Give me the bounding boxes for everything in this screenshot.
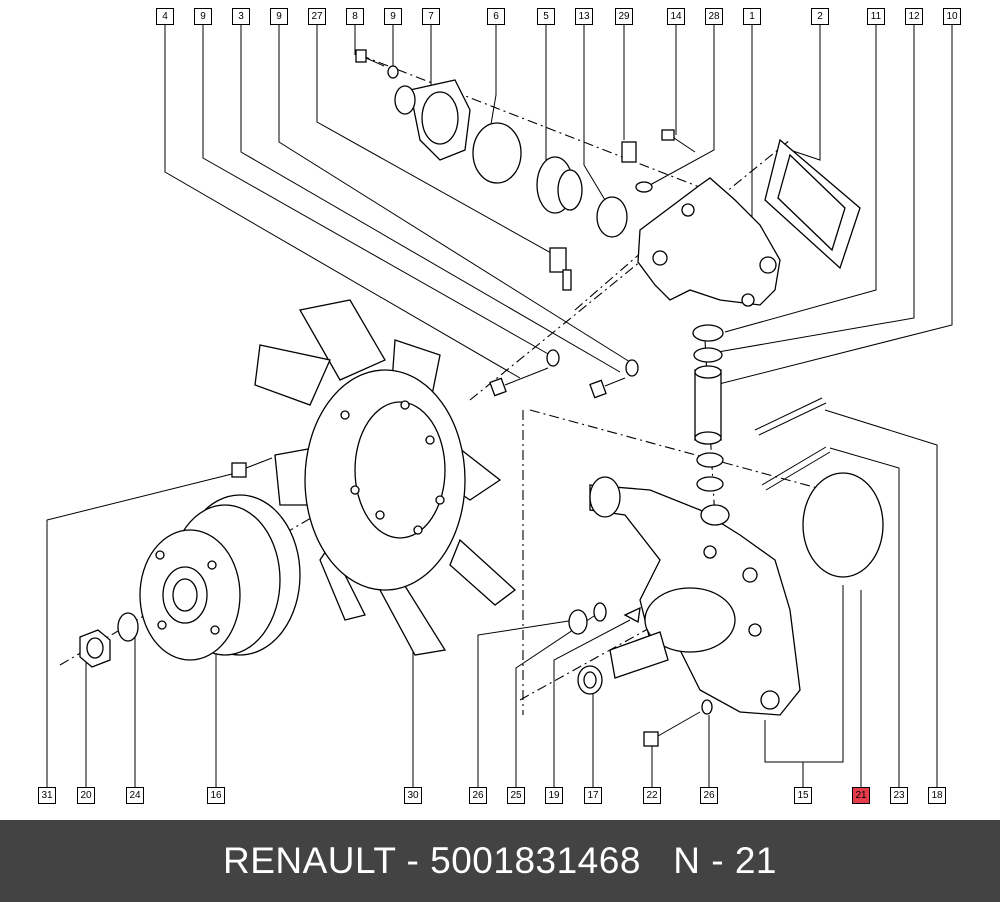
stud-18 bbox=[754, 397, 827, 436]
callout-top[interactable]: 1 bbox=[743, 8, 761, 25]
o-ring-6 bbox=[472, 122, 522, 184]
callout-top[interactable]: 3 bbox=[232, 8, 250, 25]
callout-bottom[interactable]: 26 bbox=[469, 787, 487, 804]
o-ring-lower bbox=[696, 476, 724, 492]
callout-bottom[interactable]: 25 bbox=[507, 787, 525, 804]
temp-sensor-29 bbox=[621, 141, 653, 193]
callout-top[interactable]: 11 bbox=[867, 8, 885, 25]
callout-top[interactable]: 5 bbox=[537, 8, 555, 25]
gasket-2 bbox=[764, 138, 861, 270]
callout-top[interactable]: 9 bbox=[384, 8, 402, 25]
circlip-12 bbox=[693, 347, 723, 363]
callout-bottom[interactable]: 23 bbox=[890, 787, 908, 804]
callout-top[interactable]: 13 bbox=[575, 8, 593, 25]
callout-top[interactable]: 9 bbox=[270, 8, 288, 25]
sleeve-10 bbox=[694, 365, 722, 445]
callout-bottom[interactable]: 16 bbox=[207, 787, 225, 804]
callout-bottom[interactable]: 18 bbox=[928, 787, 946, 804]
part-number-banner: RENAULT - 5001831468 N - 21 bbox=[0, 820, 1000, 902]
stud-23 bbox=[761, 446, 831, 491]
leader-lines bbox=[46, 25, 953, 787]
callout-top[interactable]: 12 bbox=[905, 8, 923, 25]
bolt-22 bbox=[643, 699, 713, 747]
nut-20 bbox=[79, 629, 111, 668]
temp-sensor-27 bbox=[549, 247, 572, 291]
o-ring-13 bbox=[596, 196, 628, 238]
callout-bottom[interactable]: 26 bbox=[700, 787, 718, 804]
water-pump-15 bbox=[589, 476, 801, 716]
callout-bottom[interactable]: 15 bbox=[794, 787, 812, 804]
thermostat-5 bbox=[536, 156, 583, 214]
callout-bottom[interactable]: 30 bbox=[404, 787, 422, 804]
callout-top[interactable]: 29 bbox=[615, 8, 633, 25]
callout-bottom[interactable]: 20 bbox=[77, 787, 95, 804]
circlip-lower bbox=[696, 452, 724, 468]
callout-top[interactable]: 27 bbox=[308, 8, 326, 25]
callout-top[interactable]: 28 bbox=[705, 8, 723, 25]
callout-top[interactable]: 2 bbox=[811, 8, 829, 25]
bolt-8 bbox=[355, 49, 399, 79]
thermostat-cover bbox=[394, 79, 471, 161]
exploded-view-drawing bbox=[46, 25, 953, 787]
callout-top[interactable]: 10 bbox=[943, 8, 961, 25]
callout-top[interactable]: 8 bbox=[346, 8, 364, 25]
bolt-3 bbox=[589, 359, 639, 399]
gasket-21 bbox=[802, 472, 884, 578]
callout-bottom[interactable]: 24 bbox=[126, 787, 144, 804]
bolt-4 bbox=[489, 349, 560, 397]
callout-top[interactable]: 6 bbox=[487, 8, 505, 25]
callout-bottom-highlighted[interactable]: 21 bbox=[852, 787, 870, 804]
bolt-31 bbox=[231, 457, 273, 478]
parts-diagram: 4 9 3 9 27 8 9 7 6 5 13 29 14 28 1 2 11 … bbox=[38, 8, 961, 804]
fan-30 bbox=[254, 299, 517, 656]
callout-bottom[interactable]: 22 bbox=[643, 787, 661, 804]
pulley-16 bbox=[139, 494, 301, 661]
seal-17 bbox=[577, 665, 603, 695]
callout-top[interactable]: 14 bbox=[667, 8, 685, 25]
callout-top[interactable]: 4 bbox=[156, 8, 174, 25]
washer-24 bbox=[117, 612, 139, 642]
callout-top[interactable]: 7 bbox=[422, 8, 440, 25]
callout-bottom[interactable]: 31 bbox=[38, 787, 56, 804]
callout-bottom[interactable]: 17 bbox=[584, 787, 602, 804]
small-parts-26-25-19 bbox=[568, 602, 641, 635]
sensor-14 bbox=[661, 129, 696, 153]
callout-bottom[interactable]: 19 bbox=[545, 787, 563, 804]
callout-top[interactable]: 9 bbox=[194, 8, 212, 25]
o-ring-11 bbox=[692, 324, 724, 342]
housing-1 bbox=[637, 177, 781, 307]
